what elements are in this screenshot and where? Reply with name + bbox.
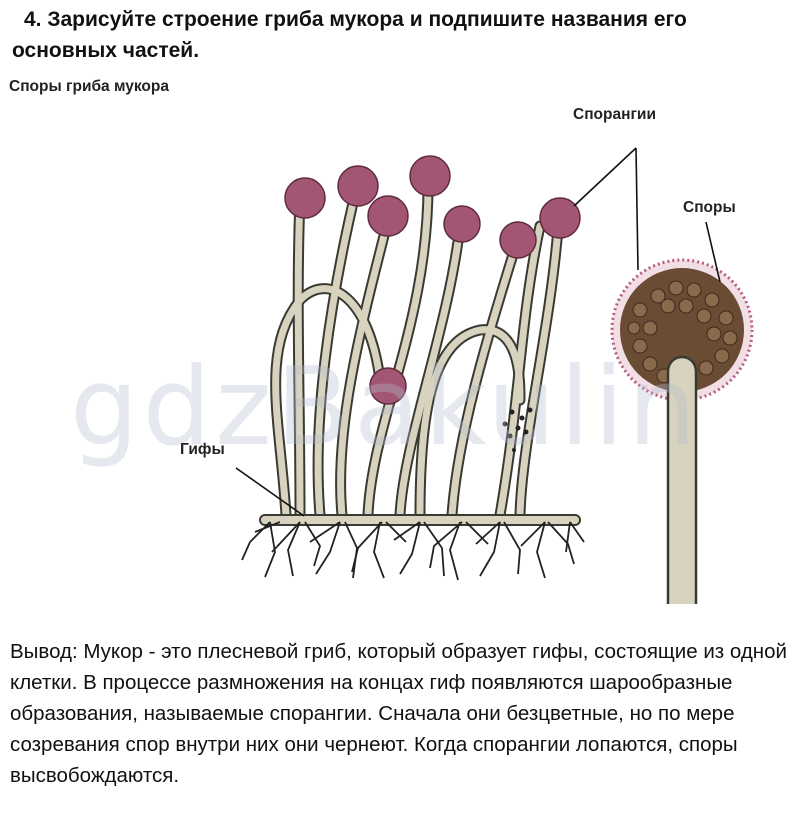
mucor-diagram bbox=[235, 147, 754, 604]
sporangium-magnified bbox=[610, 258, 754, 604]
label-pointers bbox=[235, 147, 721, 517]
label-spores: Споры bbox=[683, 199, 736, 216]
conclusion-text: Вывод: Мукор - это плесневой гриб, котор… bbox=[10, 640, 787, 787]
hyphae-stalks bbox=[259, 172, 581, 526]
label-sporangia: Спорангии bbox=[573, 106, 656, 123]
task-title-line-1: 4. Зарисуйте строение гриба мукора и под… bbox=[24, 8, 687, 31]
sporangia bbox=[284, 155, 581, 405]
task-title-line-2: основных частей. bbox=[12, 39, 200, 62]
released-spores bbox=[502, 407, 533, 452]
task-title: 4. Зарисуйте строение гриба мукора и под… bbox=[12, 4, 792, 66]
label-hyphae: Гифы bbox=[180, 441, 225, 458]
figure-caption: Споры гриба мукора bbox=[9, 78, 169, 95]
watermark: gdzBakulin bbox=[70, 345, 701, 470]
rhizoids bbox=[241, 521, 585, 581]
